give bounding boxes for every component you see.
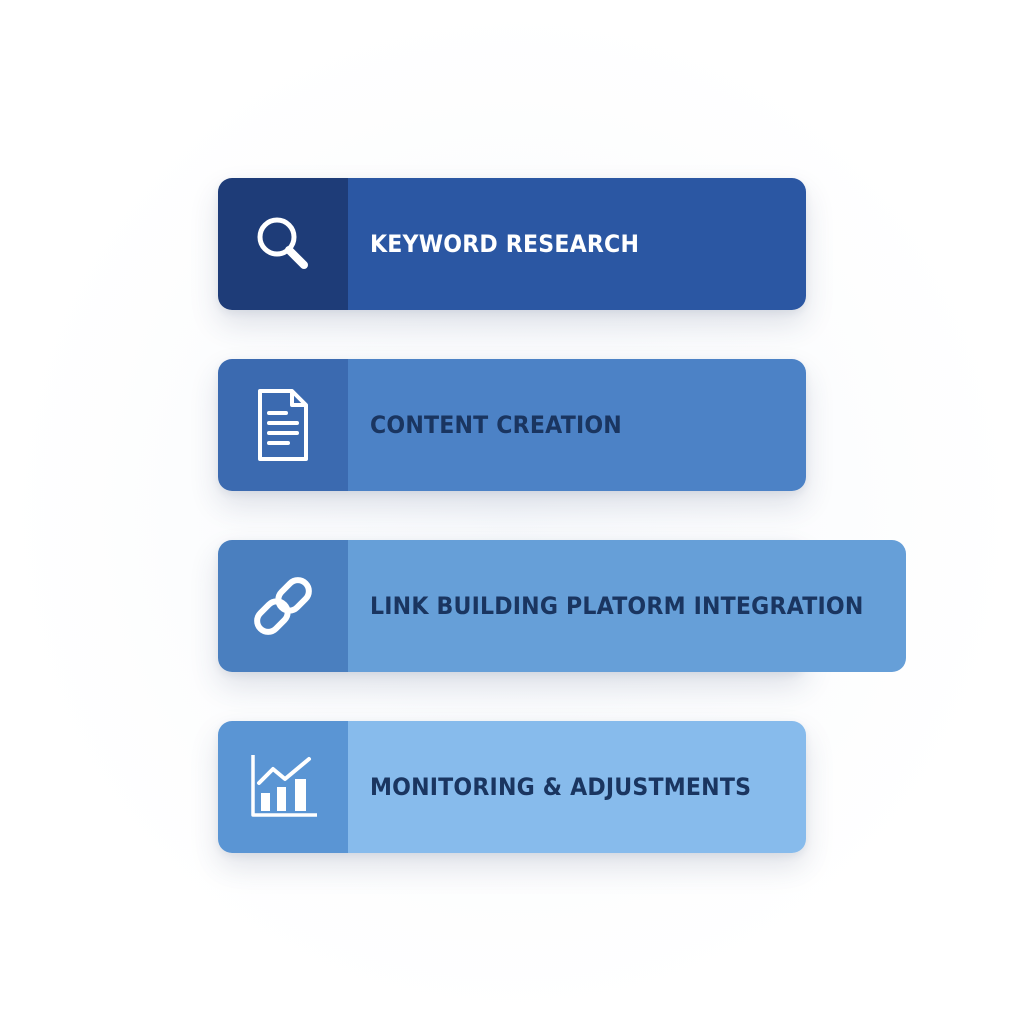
step-label: CONTENT CREATION bbox=[370, 411, 622, 439]
step-label: KEYWORD RESEARCH bbox=[370, 230, 640, 258]
step-label-box: LINK BUILDING PLATORM INTEGRATION bbox=[348, 540, 907, 672]
step-icon-box bbox=[218, 178, 348, 310]
step-label-box: MONITORING & ADJUSTMENTS bbox=[348, 721, 806, 853]
step-monitoring: MONITORING & ADJUSTMENTS bbox=[218, 721, 806, 853]
search-icon bbox=[257, 217, 308, 269]
step-keyword-research: KEYWORD RESEARCH bbox=[218, 178, 806, 310]
step-icon-box bbox=[218, 359, 348, 491]
step-icon-box bbox=[218, 721, 348, 853]
step-content-creation: CONTENT CREATION bbox=[218, 359, 806, 491]
step-label-box: CONTENT CREATION bbox=[348, 359, 806, 491]
step-label: LINK BUILDING PLATORM INTEGRATION bbox=[370, 592, 864, 620]
document-icon bbox=[258, 389, 308, 461]
step-icon-box bbox=[218, 540, 348, 672]
step-label: MONITORING & ADJUSTMENTS bbox=[370, 773, 752, 801]
step-label-box: KEYWORD RESEARCH bbox=[348, 178, 806, 310]
link-icon bbox=[254, 577, 312, 635]
step-link-building: LINK BUILDING PLATORM INTEGRATION bbox=[218, 540, 907, 672]
chart-icon bbox=[251, 755, 317, 817]
